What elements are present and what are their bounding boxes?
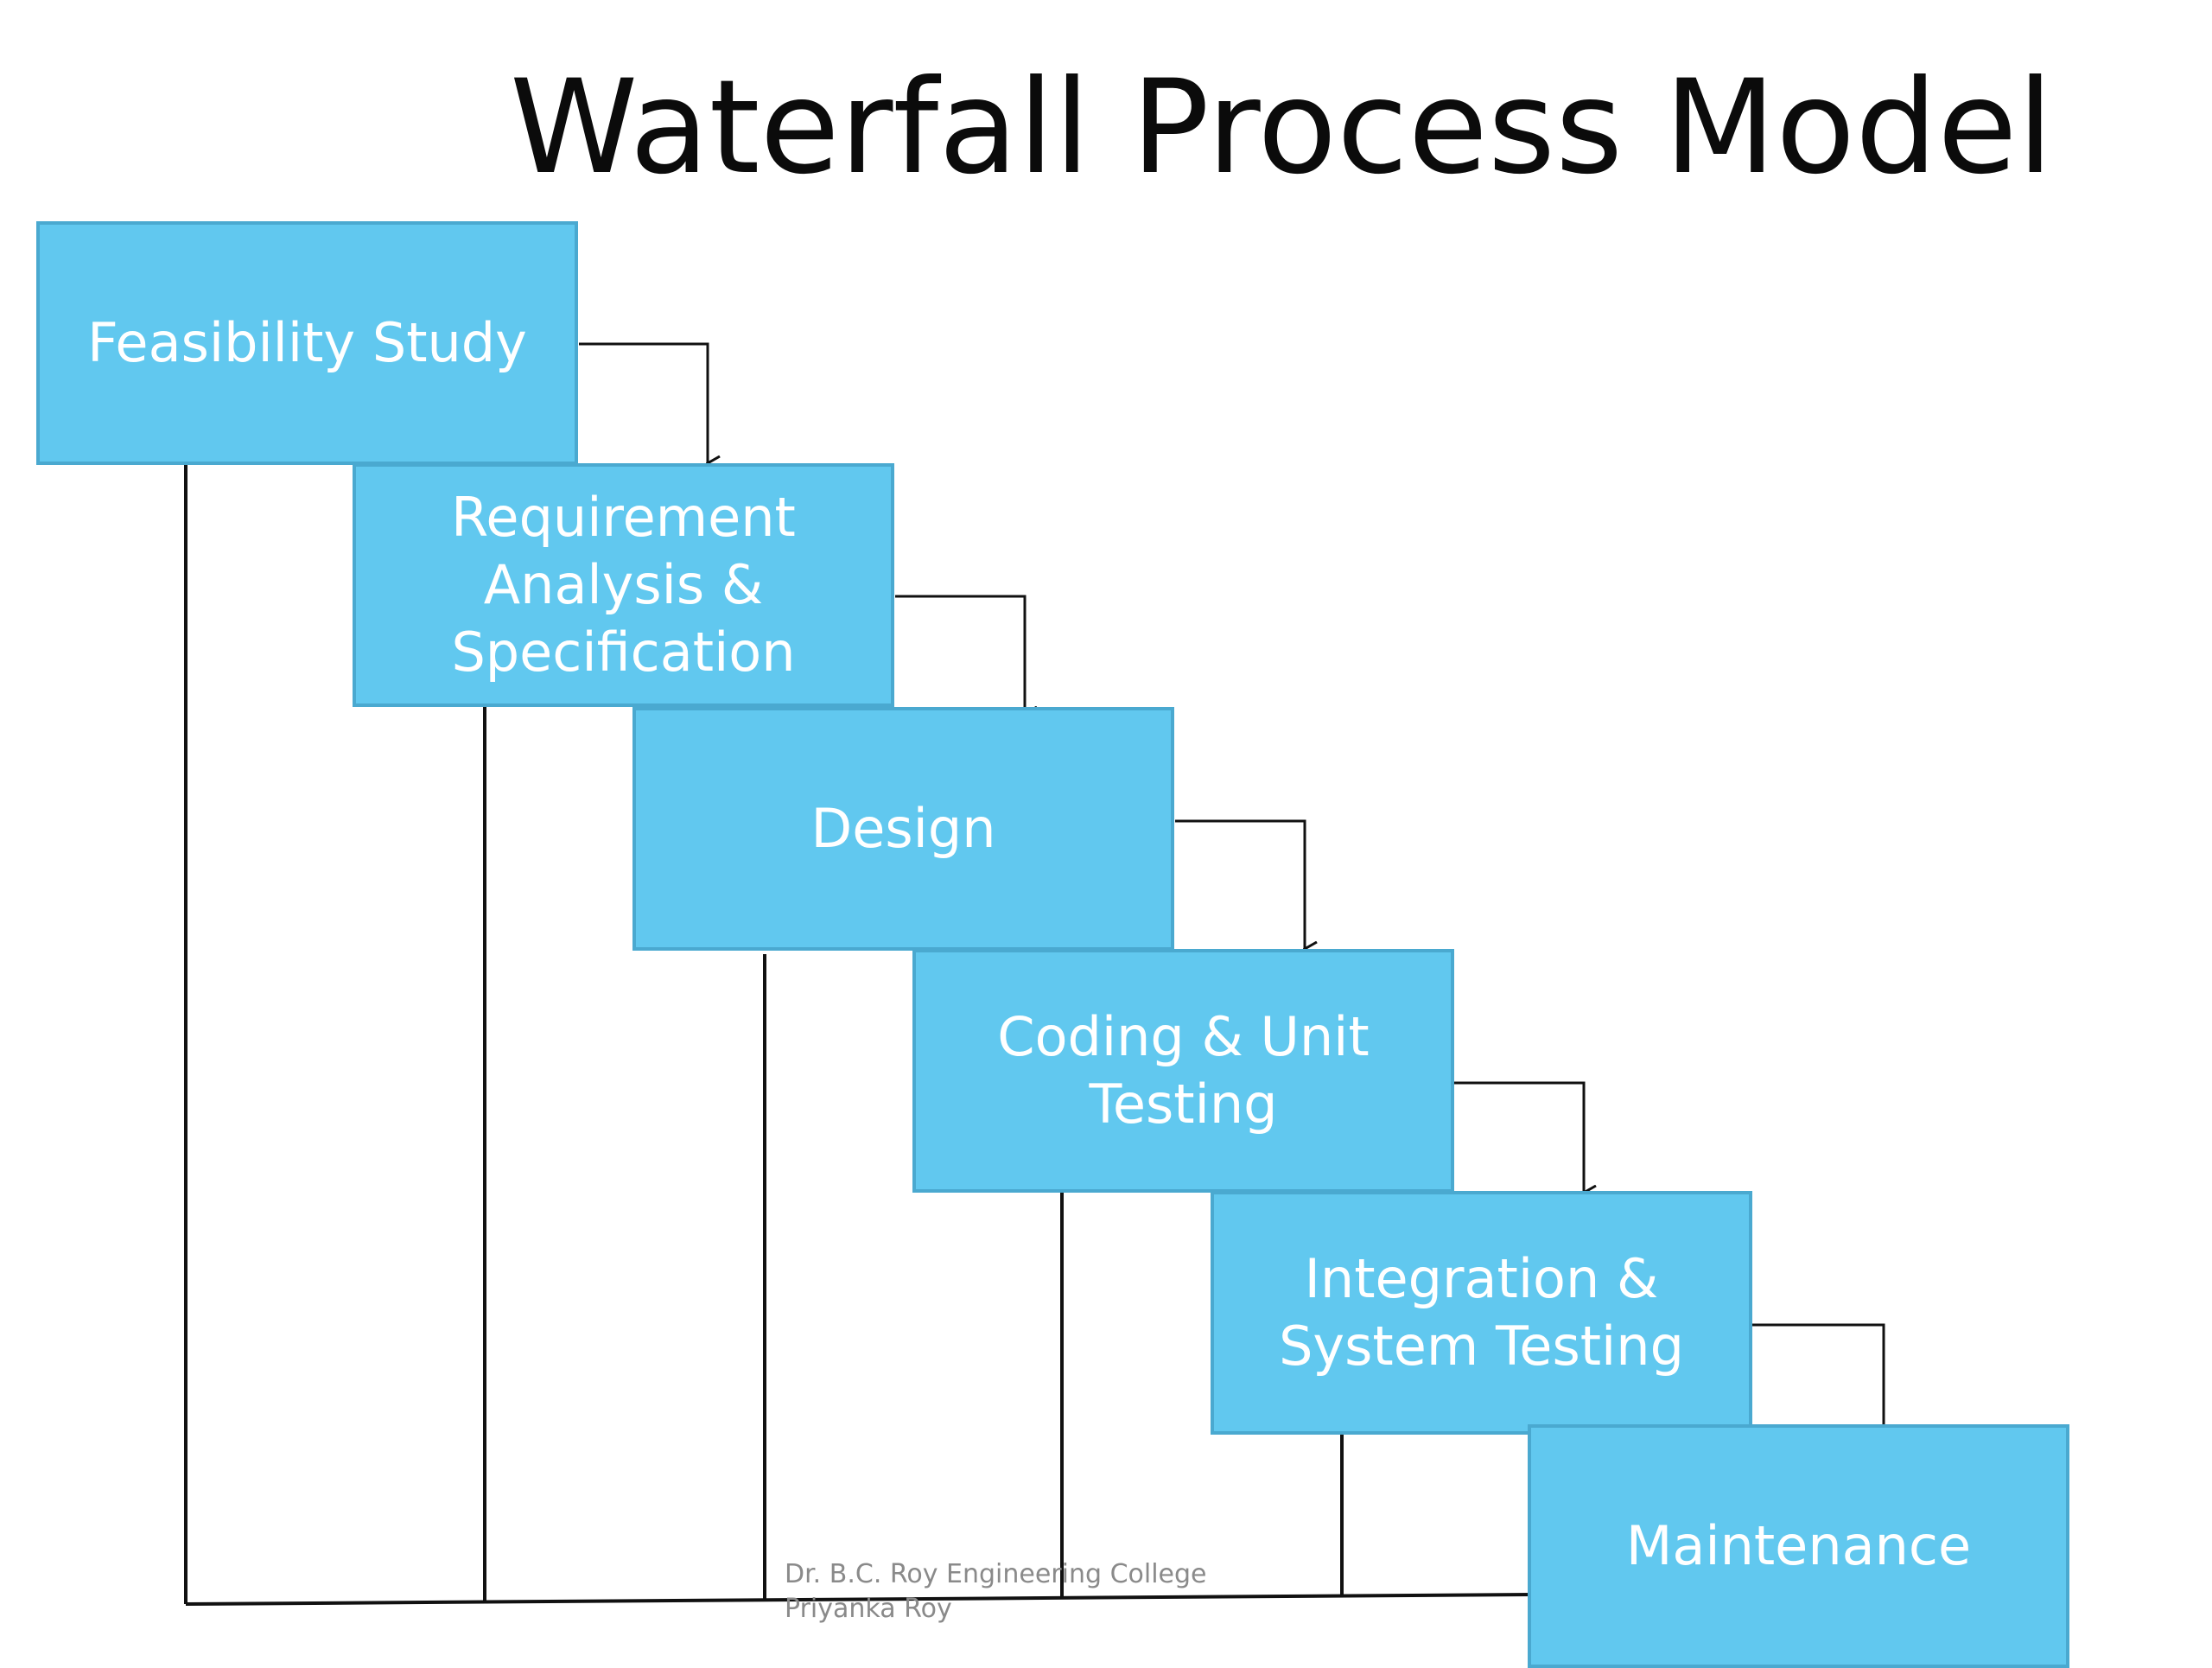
footer-author: Priyanka Roy (785, 1594, 952, 1624)
phase-box-requirement-analysis: Requirement Analysis & Specification (353, 463, 894, 707)
phase-box-design: Design (632, 707, 1174, 951)
flow-arrows (579, 342, 1884, 1435)
arrow-feasibility-to-requirement (579, 342, 708, 463)
phase-label: Feasibility Study (87, 311, 527, 374)
phase-box-coding-unit-testing: Coding & Unit Testing (912, 949, 1454, 1193)
footer-institution: Dr. B.C. Roy Engineering College (785, 1559, 1207, 1589)
phase-label: Requirement Analysis & Specification (451, 486, 796, 684)
phase-label: Maintenance (1625, 1514, 1972, 1577)
phase-box-feasibility-study: Feasibility Study (36, 221, 578, 465)
arrow-integration-to-maintenance (1752, 1323, 1884, 1435)
phase-label: Design (810, 797, 996, 860)
arrow-coding-to-integration (1454, 1081, 1584, 1193)
arrow-requirement-to-design (895, 595, 1025, 714)
phase-label: Integration & System Testing (1279, 1247, 1684, 1378)
feedback-baseline (185, 1593, 1534, 1606)
slide-title: Waterfall Process Model (510, 53, 2054, 203)
slide-footer: Dr. B.C. Roy Engineering College Priyank… (785, 1557, 1207, 1627)
phase-box-integration-system-testing: Integration & System Testing (1211, 1191, 1752, 1435)
phase-label: Coding & Unit Testing (997, 1005, 1370, 1136)
arrow-design-to-coding (1175, 819, 1305, 949)
phase-box-maintenance: Maintenance (1528, 1424, 2069, 1668)
feedback-lines (184, 463, 1534, 1606)
